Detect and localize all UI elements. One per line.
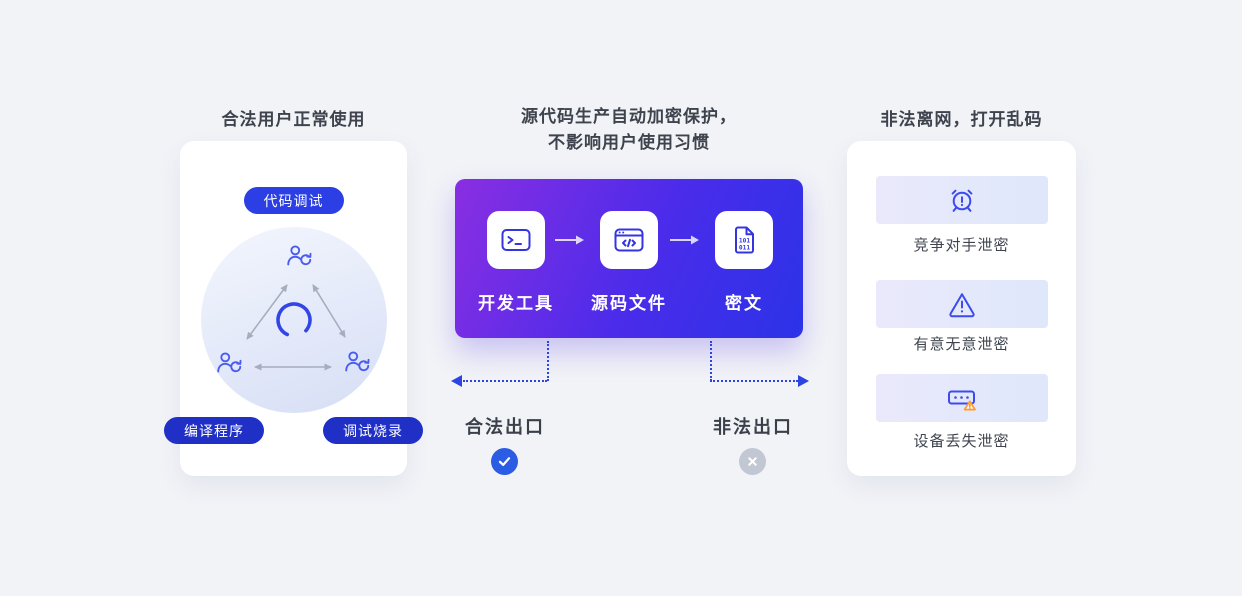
triangle-arrows: [245, 284, 346, 371]
competitor-leak-label: 竞争对手泄密: [913, 237, 1010, 254]
competitor-leak-bar: [876, 176, 1048, 224]
leak-risk-title: 非法离网，打开乱码: [880, 110, 1043, 129]
leak-risk-card: 竞争对手泄密 有意无意泄密: [847, 141, 1076, 476]
legal-user-card: 代码调试: [164, 141, 423, 476]
cipher-file-icon: 101 011: [735, 226, 754, 254]
user-sync-circle: [200, 227, 387, 413]
svg-text:101: 101: [739, 238, 750, 245]
cipher-file-tile: 101 011: [715, 211, 773, 269]
accidental-leak-label: 有意无意泄密: [913, 336, 1010, 353]
code-debug-badge: 代码调试: [243, 187, 344, 214]
legal-exit-label: 合法出口: [465, 417, 545, 437]
user-sync-icon: [344, 351, 369, 372]
legal-exit-connector-vertical: [547, 341, 549, 381]
cross-icon: [748, 457, 757, 466]
illegal-exit-connector-horizontal: [710, 380, 798, 382]
compile-badge: 编译程序: [164, 417, 264, 444]
encryption-flow-title-line1: 源代码生产自动加密保护，: [521, 107, 737, 126]
encryption-flow-box: 101 011 开发工具 源码文件 密文: [455, 179, 803, 338]
source-file-label: 源码文件: [591, 294, 667, 313]
sync-spinner-icon: [275, 302, 312, 338]
right-arrow-icon: [555, 235, 584, 245]
user-sync-icon: [286, 245, 311, 266]
illegal-exit-connector-vertical: [710, 341, 712, 381]
illegal-cross-badge: [739, 448, 766, 475]
warning-triangle-icon: [949, 293, 975, 318]
accidental-leak-bar: [876, 280, 1048, 328]
debug-burn-badge: 调试烧录: [323, 417, 423, 444]
dev-tool-tile: [487, 211, 545, 269]
right-arrowhead-icon: [798, 375, 809, 387]
legal-check-badge: [491, 448, 518, 475]
right-arrow-icon: [670, 235, 699, 245]
device-loss-leak-label: 设备丢失泄密: [913, 433, 1010, 450]
device-loss-leak-bar: [876, 374, 1048, 422]
user-sync-icon: [216, 352, 241, 373]
encryption-flow-title: 源代码生产自动加密保护， 不影响用户使用习惯: [430, 104, 828, 156]
code-file-icon: [614, 228, 644, 252]
check-icon: [498, 457, 511, 467]
legal-user-title: 合法用户正常使用: [221, 110, 366, 129]
terminal-icon: [501, 229, 531, 251]
alarm-icon: [951, 189, 973, 212]
cipher-label: 密文: [725, 294, 763, 313]
illegal-exit-label: 非法出口: [713, 417, 793, 437]
dev-tool-label: 开发工具: [478, 294, 554, 313]
left-arrowhead-icon: [451, 375, 462, 387]
legal-exit-connector-horizontal: [463, 380, 547, 382]
device-loss-icon: [948, 390, 976, 411]
svg-text:011: 011: [739, 245, 750, 252]
encryption-flow-title-line2: 不影响用户使用习惯: [548, 133, 710, 152]
source-file-tile: [600, 211, 658, 269]
